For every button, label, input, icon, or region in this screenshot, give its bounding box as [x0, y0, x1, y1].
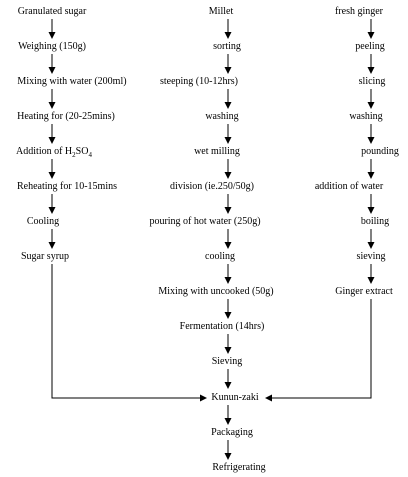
node-ginger-washing: washing: [349, 111, 383, 122]
arrow-ginger-to-kunun: [265, 299, 372, 402]
addition-prefix-text: Addition of H: [16, 146, 73, 157]
node-weighing: Weighing (150g): [18, 41, 86, 52]
node-granulated-sugar: Granulated sugar: [17, 6, 87, 17]
node-millet-washing: washing: [205, 111, 239, 122]
node-wet-milling: wet milling: [194, 146, 240, 157]
node-mixing-with-uncooked: Mixing with uncooked (50g): [158, 286, 274, 297]
arrow-sugar-to-kunun: [51, 264, 207, 402]
node-sugar-syrup: Sugar syrup: [20, 251, 70, 262]
node-fresh-ginger: fresh ginger: [334, 6, 384, 17]
node-pounding: pounding: [361, 146, 399, 157]
node-refrigerating: Refrigerating: [212, 462, 266, 473]
node-ginger-extract: Ginger extract: [335, 286, 393, 297]
node-addition-of-h2so4: Addition of H2SO4: [16, 146, 92, 161]
node-peeling: peeling: [355, 41, 385, 52]
subscript-4: 4: [88, 151, 92, 159]
node-millet: Millet: [208, 6, 234, 17]
node-slicing: slicing: [358, 76, 386, 87]
node-ginger-sieving: sieving: [356, 251, 386, 262]
node-heating: Heating for (20-25mins): [17, 111, 115, 122]
node-pouring-hot-water: pouring of hot water (250g): [149, 216, 261, 227]
sugar-column-arrows: [48, 19, 207, 402]
node-millet-sieving: Sieving: [211, 356, 243, 367]
node-kunun-zaki: Kunun-zaki: [211, 392, 259, 403]
node-fermentation: Fermentation (14hrs): [179, 321, 265, 332]
node-sorting: sorting: [213, 41, 241, 52]
ginger-column-arrows: [265, 19, 375, 402]
node-packaging: Packaging: [211, 427, 253, 438]
node-boiling: boiling: [360, 216, 390, 227]
node-reheating: Reheating for 10-15mins: [17, 181, 117, 192]
node-division: division (ie.250/50g): [170, 181, 254, 192]
subscript-2: 2: [72, 151, 76, 159]
node-addition-of-water: addition of water: [314, 181, 384, 192]
addition-so-text: SO: [75, 146, 89, 157]
node-mixing-with-water: Mixing with water (200ml): [17, 76, 127, 87]
node-sugar-cooling: Cooling: [26, 216, 60, 227]
node-steeping: steeping (10-12hrs): [159, 76, 239, 87]
node-millet-cooling: cooling: [205, 251, 235, 262]
